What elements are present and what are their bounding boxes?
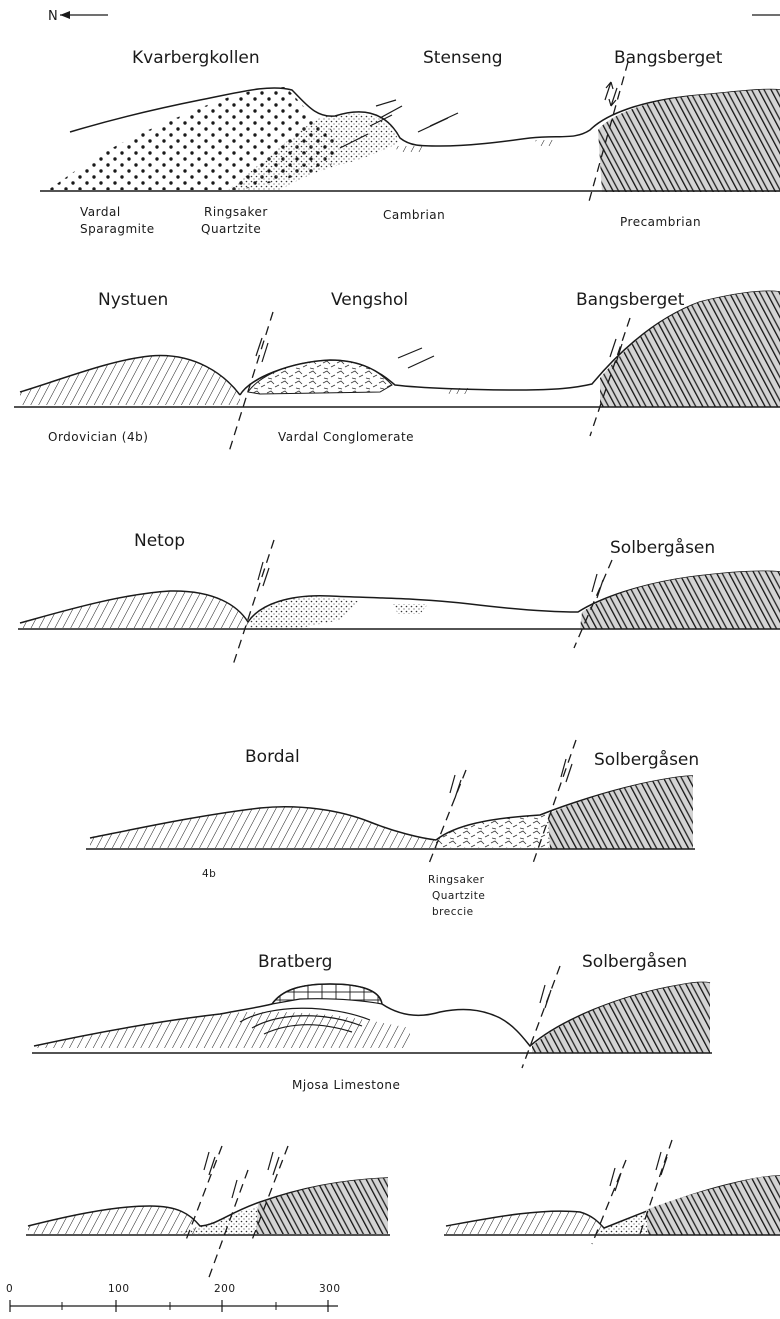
precambrian-body-6r [646,1176,780,1235]
precambrian-body-5 [532,982,710,1053]
precambrian-body-6 [256,1178,388,1234]
place-label-netop: Netop [134,531,185,551]
place-label-solbergasen: Solbergåsen [610,537,715,558]
ordovician-hill-6r [446,1211,602,1234]
ordovician-hill-5 [34,1012,410,1048]
fault-motion-arrows [258,562,603,598]
place-label-solbergasen-2: Solbergåsen [594,749,699,770]
section-4: Bordal Solbergåsen 4b Ringsaker Quartzit… [86,740,699,918]
unit-label-ordovician: Ordovician (4b) [48,430,148,444]
fault-motion-arrows [610,1152,667,1191]
section-6-right [444,1140,780,1244]
mixed-unit-6r [598,1210,652,1234]
place-label-bangsberget-2: Bangsberget [576,290,685,310]
section-2: Nystuen Vengshol Bangsberget Ordovician … [14,290,780,455]
unit-label-ringsaker: Ringsaker [204,205,268,219]
unit-label-cambrian: Cambrian [383,208,445,222]
unit-label-breccie: breccie [432,906,474,918]
unit-label-sparagmite: Sparagmite [80,222,155,236]
precambrian-body [598,89,780,192]
unit-label-vardal-conglomerate: Vardal Conglomerate [278,430,414,444]
unit-label-ringsaker-2: Ringsaker [428,874,485,886]
section-1: Kvarbergkollen Stenseng Bangsberget Vard… [40,48,780,236]
unit-label-4b: 4b [202,868,216,880]
fault-motion-arrows [204,1152,279,1198]
unit-label-quartzite-2: Quartzite [432,890,485,902]
fault-line [233,540,274,665]
ordovician-hill [20,356,240,405]
section-5: Bratberg Solbergåsen Mjosa Limestone [32,951,712,1092]
north-arrow-icon [60,11,108,19]
place-label-solbergasen-3b: Solbergåsen [582,951,687,972]
fault-motion-arrows [605,82,617,106]
scale-bar: 0 100 200 300 [6,1283,341,1312]
unit-label-mjosa-limestone: Mjosa Limestone [292,1078,400,1092]
fault-line [428,770,466,866]
north-label: N [48,9,58,24]
place-label-bratberg: Bratberg [258,952,332,972]
fault-motion-arrows [540,985,551,1008]
unit-label-precambrian: Precambrian [620,215,701,229]
place-label-nystuen: Nystuen [98,290,168,310]
scale-tick-300: 300 [319,1283,341,1295]
scale-tick-0: 0 [6,1283,13,1295]
section-3: Netop Solbergåsen [18,531,780,665]
unit-label-vardal: Vardal [80,205,121,219]
precambrian-body-4 [548,776,693,849]
place-label-stenseng: Stenseng [423,48,503,68]
sandstone-lens-3 [393,604,428,614]
fault-motion-arrows [450,759,572,798]
scale-tick-100: 100 [108,1283,130,1295]
place-label-vengshol: Vengshol [331,290,408,310]
scale-tick-200: 200 [214,1283,236,1295]
vardal-conglomerate-lens [248,360,392,394]
place-label-kvarbergkollen: Kvarbergkollen [132,48,260,68]
mjosa-limestone-cap [272,984,382,1004]
precambrian-body-3 [580,571,780,629]
sandstone-body-3 [250,596,360,628]
cambrian-outcrop-1 [395,146,425,152]
cambrian-outcrop-2 [535,140,555,146]
cambrian-outcrop-3 [445,388,470,394]
place-label-bordal: Bordal [245,747,300,767]
place-label-bangsberget: Bangsberget [614,48,723,68]
unit-label-quartzite: Quartzite [201,222,261,236]
section-6-left [26,1146,390,1280]
